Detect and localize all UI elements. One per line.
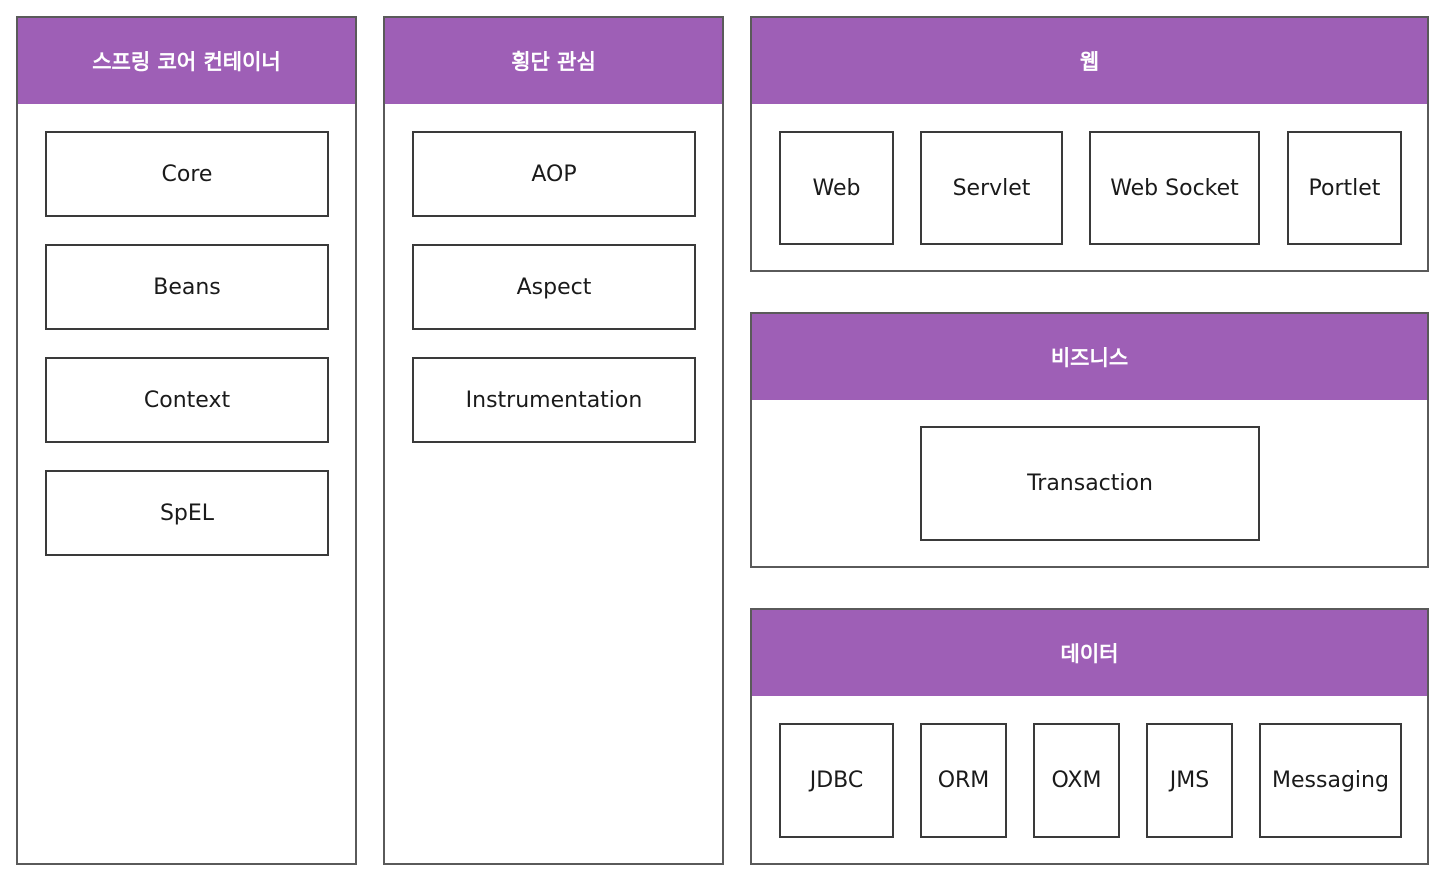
module-oxm: OXM <box>1033 723 1120 838</box>
module-web-socket: Web Socket <box>1089 131 1260 245</box>
module-beans: Beans <box>45 244 329 330</box>
core-container-title: 스프링 코어 컨테이너 <box>92 50 281 74</box>
module-aop: AOP <box>412 131 696 217</box>
cross-cutting-title: 횡단 관심 <box>511 50 596 74</box>
module-servlet: Servlet <box>920 131 1063 245</box>
module-spel: SpEL <box>45 470 329 556</box>
module-jms: JMS <box>1146 723 1233 838</box>
web-header: 웹 <box>752 18 1427 104</box>
cross-cutting-header: 횡단 관심 <box>385 18 722 104</box>
data-title: 데이터 <box>1060 642 1119 666</box>
module-transaction: Transaction <box>920 426 1260 541</box>
business-header: 비즈니스 <box>752 314 1427 400</box>
business-panel: 비즈니스 Transaction <box>750 312 1429 568</box>
module-portlet: Portlet <box>1287 131 1402 245</box>
core-container-panel: 스프링 코어 컨테이너 Core Beans Context SpEL <box>16 16 357 865</box>
module-aspect: Aspect <box>412 244 696 330</box>
web-title: 웹 <box>1079 50 1100 74</box>
web-panel: 웹 Web Servlet Web Socket Portlet <box>750 16 1429 272</box>
data-panel: 데이터 JDBC ORM OXM JMS Messaging <box>750 608 1429 865</box>
business-title: 비즈니스 <box>1050 346 1129 370</box>
module-core: Core <box>45 131 329 217</box>
module-messaging: Messaging <box>1259 723 1402 838</box>
core-container-header: 스프링 코어 컨테이너 <box>18 18 355 104</box>
module-context: Context <box>45 357 329 443</box>
module-web: Web <box>779 131 894 245</box>
module-instrumentation: Instrumentation <box>412 357 696 443</box>
cross-cutting-panel: 횡단 관심 AOP Aspect Instrumentation <box>383 16 724 865</box>
module-jdbc: JDBC <box>779 723 894 838</box>
module-orm: ORM <box>920 723 1007 838</box>
data-header: 데이터 <box>752 610 1427 696</box>
